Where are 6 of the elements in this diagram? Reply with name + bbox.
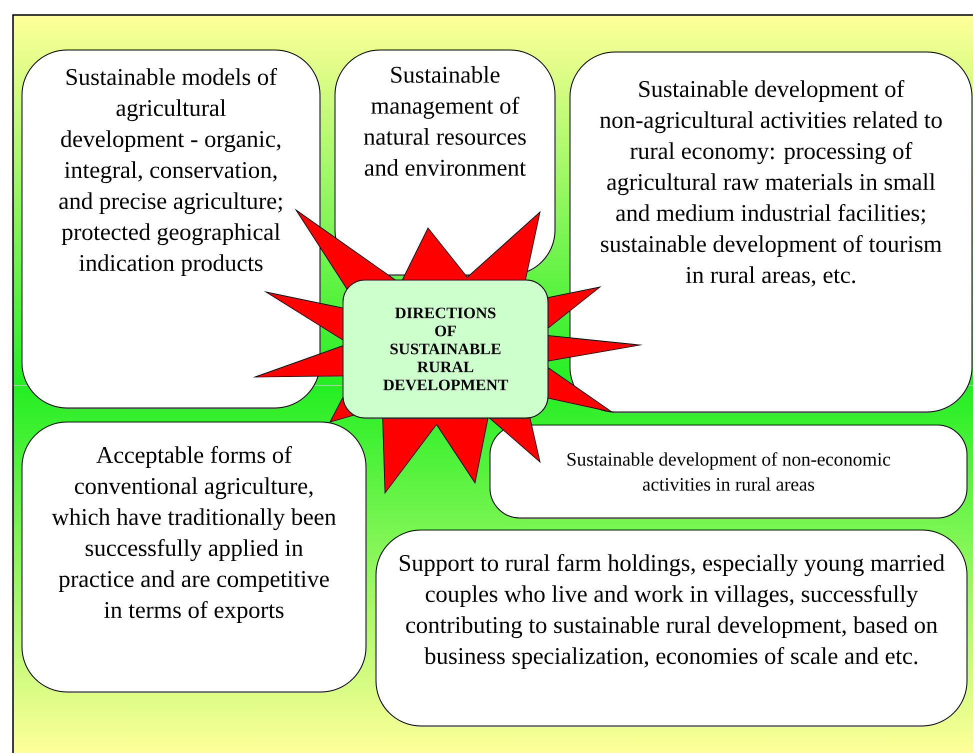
text-box: Sustainable development of non-economic activities in rural areas (490, 424, 968, 518)
text-box: Acceptable forms of conventional agriculture, which have traditionally been successfully applied in practice and are competitive in terms of exports (22, 422, 366, 692)
text-box: Sustainable development of non-agricultural activities related to rural economy: processing of agricultural raw materials in small and medium industrial facilities; sustainable development of tourism in rural areas, etc. (570, 52, 972, 412)
text-box: Sustainable models of agricultural development - organic, integral, conservation, and precise agriculture; protected geographical indication products (22, 50, 320, 408)
title-box: DIRECTIONS OF SUSTAINABLE RURAL DEVELOPMENT (342, 280, 548, 418)
text-box: Support to rural farm holdings, especially young married couples who live and work in villages, successfully contributing to sustainable rural development, based on business specialization, economies of scale and etc. (376, 530, 968, 726)
